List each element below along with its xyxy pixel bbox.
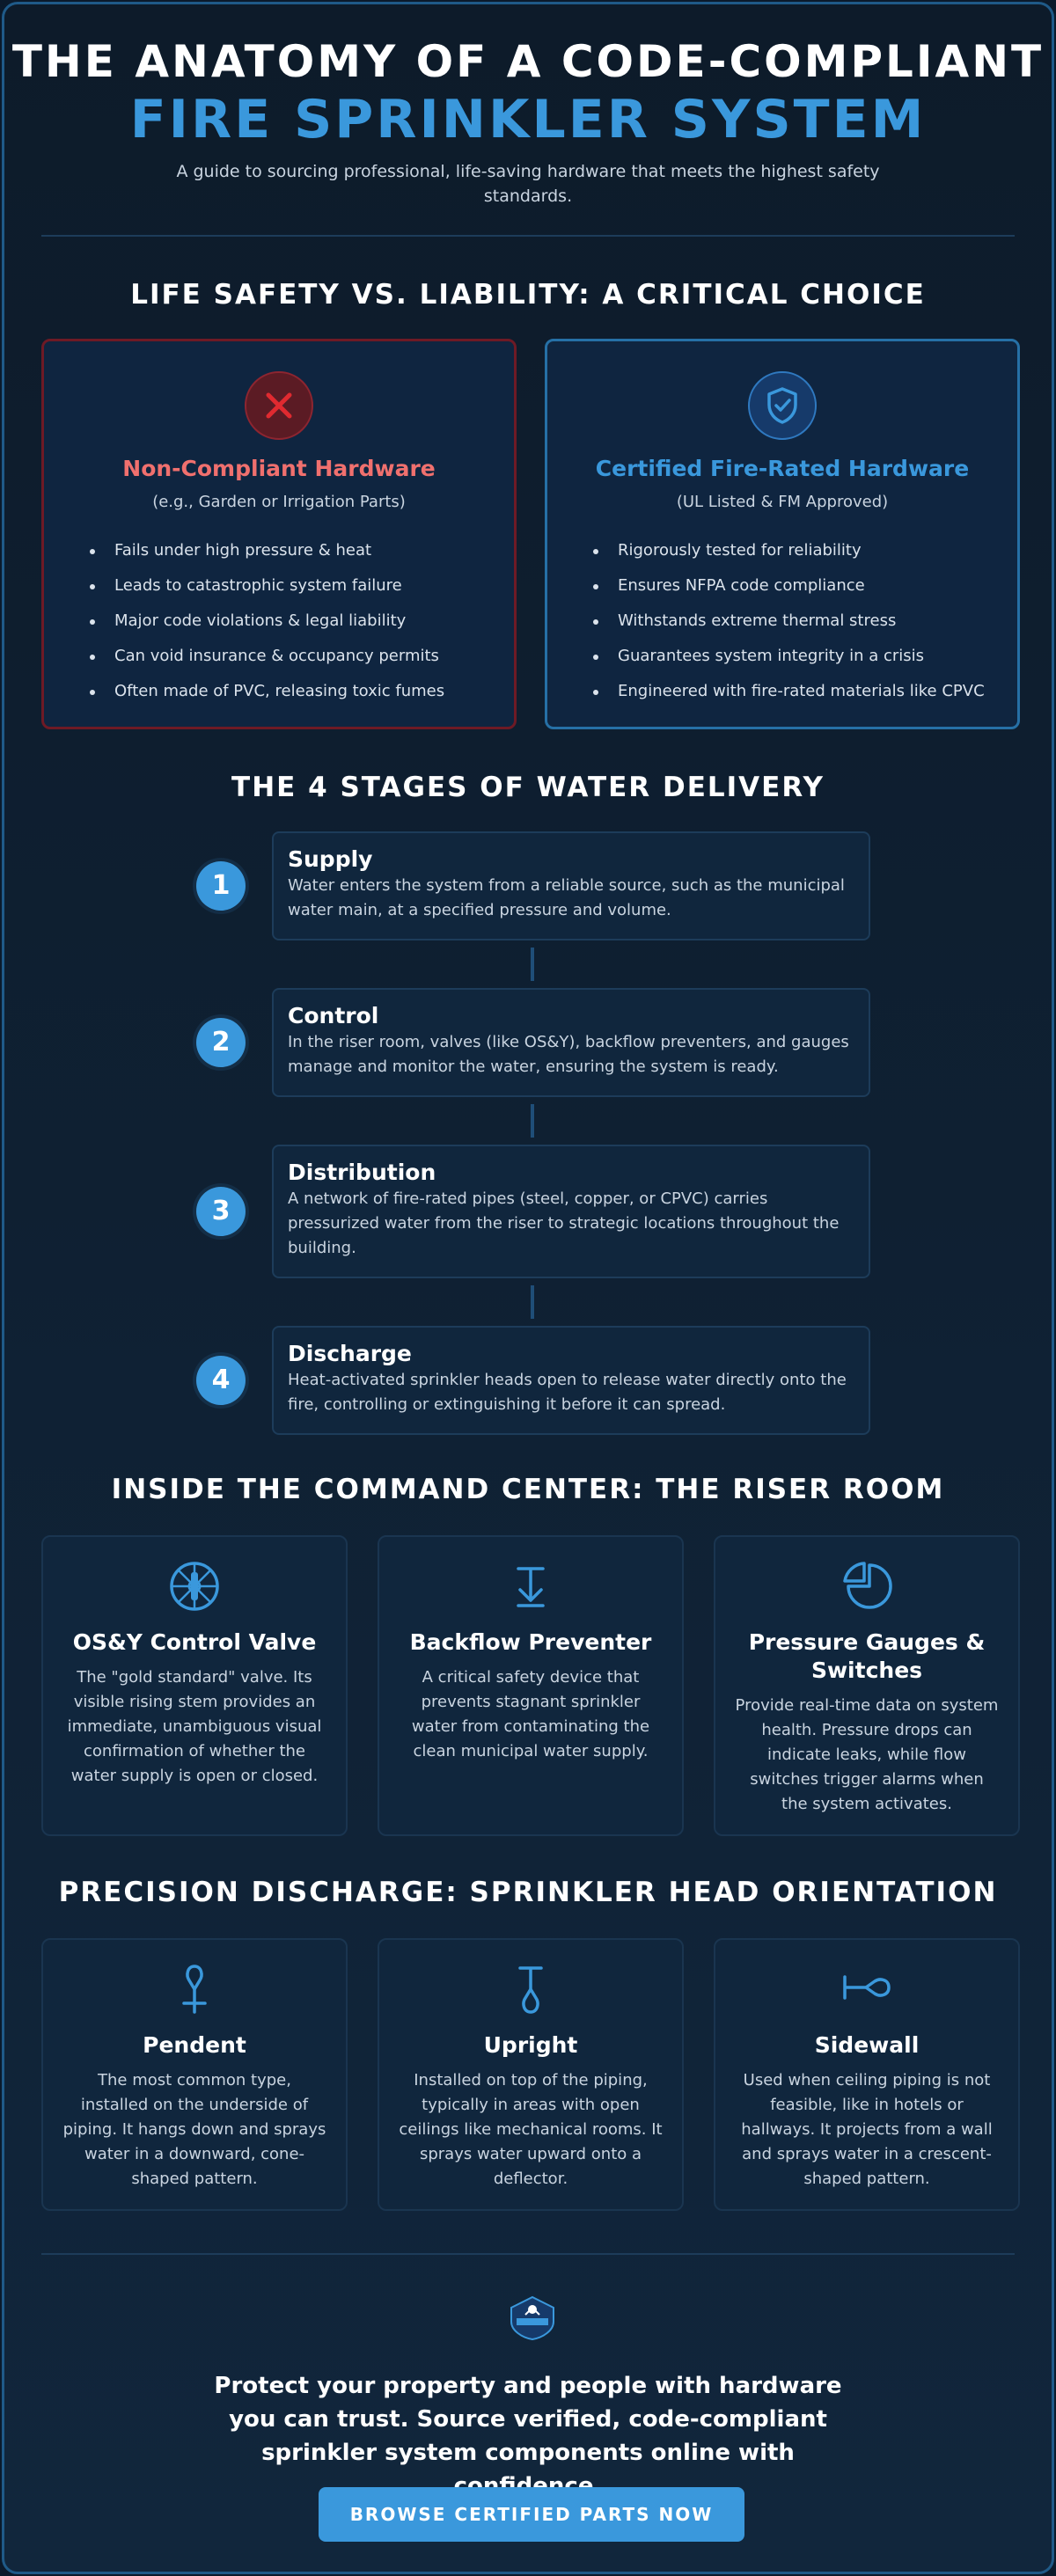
comparison-section-title: LIFE SAFETY VS. LIABILITY: A CRITICAL CH… [130, 279, 926, 311]
footer-message: Protect your property and people with ha… [214, 2373, 842, 2499]
pressure-gauge-icon [840, 1560, 894, 1616]
heads-section-title: PRECISION DISCHARGE: SPRINKLER HEAD ORIE… [58, 1877, 998, 1908]
stage-card-distribution: Distribution A network of fire-rated pip… [272, 1145, 870, 1278]
tile-text: Used when ceiling piping is not feasible… [741, 2071, 993, 2188]
list-item: Guarantees system integrity in a crisis [590, 639, 1000, 674]
pendent-head-icon [177, 1963, 212, 2019]
tile-title: Backflow Preventer [409, 1629, 652, 1655]
tile-title: Pressure Gauges & Switches [748, 1629, 986, 1683]
stage-number: 3 [196, 1187, 246, 1236]
stages-section-title: THE 4 STAGES OF WATER DELIVERY [231, 772, 825, 803]
list-item: Leads to catastrophic system failure [86, 568, 496, 604]
stage-number: 1 [196, 861, 246, 911]
title-line-1: THE ANATOMY OF A CODE-COMPLIANT [11, 36, 1045, 87]
tile-title: Pendent [143, 2032, 246, 2058]
certified-subheading: (UL Listed & FM Approved) [676, 493, 889, 511]
list-item: Withstands extreme thermal stress [590, 604, 1000, 639]
tile-title: Sidewall [814, 2032, 920, 2058]
tile-title: OS&Y Control Valve [72, 1629, 317, 1655]
upright-head-icon [513, 1963, 548, 2019]
stage-title: Supply [288, 846, 373, 872]
stage-text: Heat-activated sprinkler heads open to r… [288, 1371, 847, 1414]
list-item: Major code violations & legal liability [86, 604, 496, 639]
stage-title: Distribution [288, 1160, 436, 1185]
certified-card: Certified Fire-Rated Hardware (UL Listed… [545, 339, 1020, 729]
x-icon [245, 371, 313, 440]
tile-text: A critical safety device that prevents s… [411, 1668, 650, 1760]
tile-upright: Upright Installed on top of the piping, … [378, 1938, 684, 2211]
stage-title: Discharge [288, 1341, 412, 1366]
valve-wheel-icon [168, 1560, 221, 1616]
browse-parts-button[interactable]: BROWSE CERTIFIED PARTS NOW [319, 2487, 744, 2542]
sprinkler-badge-logo [506, 2295, 559, 2341]
list-item: Rigorously tested for reliability [590, 533, 1000, 568]
tile-text: Installed on top of the piping, typicall… [399, 2071, 663, 2188]
tile-osy-valve: OS&Y Control Valve The "gold standard" v… [41, 1535, 348, 1836]
stage-card-control: Control In the riser room, valves (like … [272, 988, 870, 1097]
non-compliant-card: Non-Compliant Hardware (e.g., Garden or … [41, 339, 517, 729]
tile-text: Provide real-time data on system health.… [735, 1696, 999, 1813]
stage-connector [531, 948, 534, 981]
header-divider [41, 235, 1015, 237]
tile-text: The "gold standard" valve. Its visible r… [67, 1668, 322, 1785]
list-item: Fails under high pressure & heat [86, 533, 496, 568]
list-item: Often made of PVC, releasing toxic fumes [86, 674, 496, 709]
tile-backflow-preventer: Backflow Preventer A critical safety dev… [378, 1535, 684, 1836]
stage-text: A network of fire-rated pipes (steel, co… [288, 1189, 840, 1257]
stage-text: Water enters the system from a reliable … [288, 876, 845, 919]
stage-card-discharge: Discharge Heat-activated sprinkler heads… [272, 1326, 870, 1435]
backflow-preventer-icon [504, 1560, 557, 1616]
list-item: Can void insurance & occupancy permits [86, 639, 496, 674]
stage-title: Control [288, 1003, 379, 1028]
riser-section-title: INSIDE THE COMMAND CENTER: THE RISER ROO… [111, 1474, 945, 1505]
shield-check-icon [748, 371, 817, 440]
certified-list: Rigorously tested for reliability Ensure… [590, 533, 1000, 709]
tile-pressure-gauges: Pressure Gauges & Switches Provide real-… [714, 1535, 1020, 1836]
non-compliant-list: Fails under high pressure & heat Leads t… [86, 533, 496, 709]
non-compliant-heading: Non-Compliant Hardware [122, 456, 436, 481]
stage-text: In the riser room, valves (like OS&Y), b… [288, 1033, 849, 1076]
non-compliant-subheading: (e.g., Garden or Irrigation Parts) [152, 493, 406, 511]
list-item: Engineered with fire-rated materials lik… [590, 674, 1000, 709]
header-subtitle: A guide to sourcing professional, life-s… [176, 162, 880, 206]
title-line-2: FIRE SPRINKLER SYSTEM [129, 89, 927, 150]
sidewall-head-icon [840, 1970, 894, 2009]
tile-sidewall: Sidewall Used when ceiling piping is not… [714, 1938, 1020, 2211]
tile-title: Upright [483, 2032, 578, 2058]
stage-card-supply: Supply Water enters the system from a re… [272, 831, 870, 940]
stage-number: 2 [196, 1018, 246, 1067]
certified-heading: Certified Fire-Rated Hardware [595, 456, 970, 481]
footer-divider [41, 2253, 1015, 2255]
tile-text: The most common type, installed on the u… [62, 2071, 326, 2188]
tile-pendent: Pendent The most common type, installed … [41, 1938, 348, 2211]
stage-connector [531, 1285, 534, 1319]
stage-number: 4 [196, 1356, 246, 1405]
stage-connector [531, 1104, 534, 1138]
list-item: Ensures NFPA code compliance [590, 568, 1000, 604]
